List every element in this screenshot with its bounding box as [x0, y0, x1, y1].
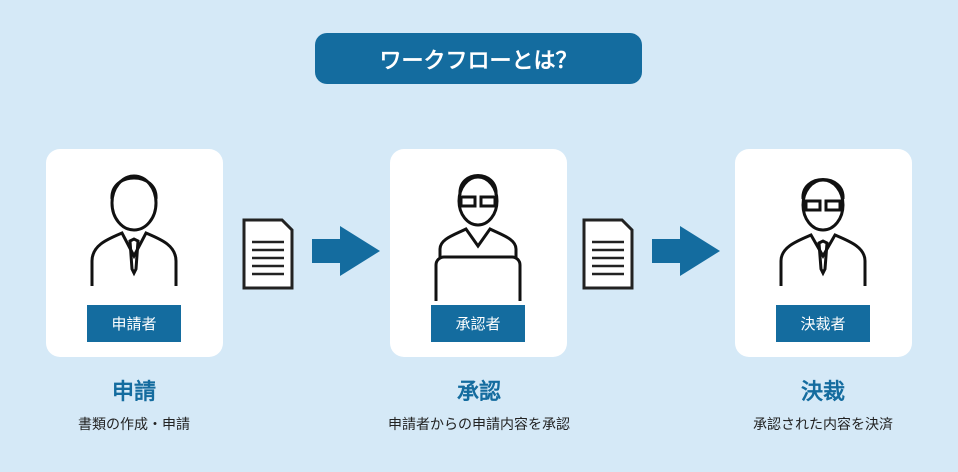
step-title: 申請: [111, 380, 156, 405]
document-icon: [242, 218, 294, 290]
document-icon: [582, 218, 634, 290]
step-card-decider: 決裁者: [735, 149, 912, 357]
person-icon: [90, 174, 178, 286]
person-icon: [779, 178, 867, 286]
step-card-approver: 承認者: [390, 149, 567, 357]
person-at-laptop-icon: [434, 174, 522, 301]
role-badge: 承認者: [431, 305, 525, 342]
step-card-applicant: 申請者: [46, 149, 223, 357]
step-description: 承認された内容を決済: [753, 417, 893, 433]
arrow-right-icon: [312, 226, 380, 276]
arrow-right-icon: [652, 226, 720, 276]
step-title: 承認: [456, 380, 501, 405]
page-title: ワークフローとは？: [315, 33, 642, 84]
role-badge: 決裁者: [776, 305, 870, 342]
step-title: 決裁: [800, 380, 845, 405]
role-badge: 申請者: [87, 305, 181, 342]
step-description: 申請者からの申請内容を承認: [388, 417, 570, 433]
step-description: 書類の作成・申請: [78, 417, 190, 433]
